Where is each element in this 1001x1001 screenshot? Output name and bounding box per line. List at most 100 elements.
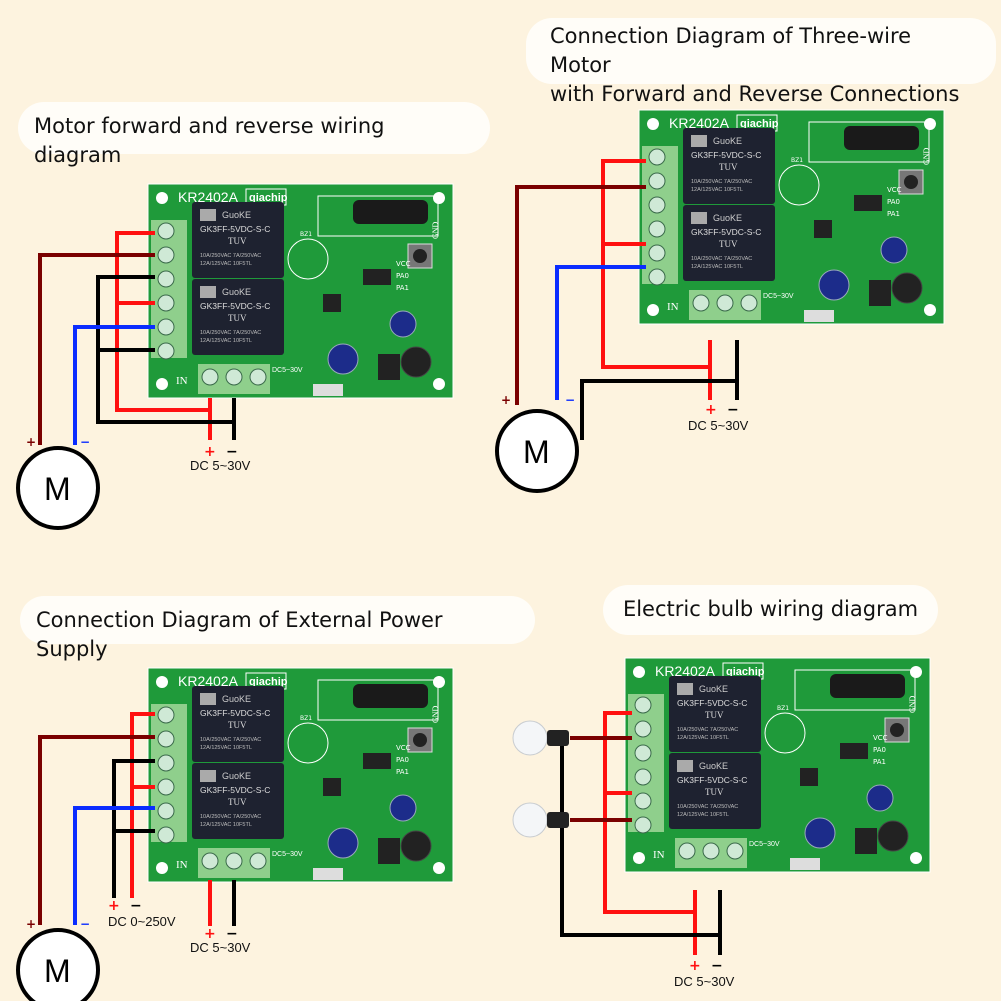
relay-cert: TUV	[705, 787, 724, 797]
relay-model: GK3FF-5VDC-S-C	[691, 150, 761, 160]
power-label: DC 5~30V	[190, 458, 251, 473]
reset-button-cap	[413, 733, 427, 747]
pa1-label: PA1	[873, 758, 886, 766]
relay-brand: GuoKE	[222, 771, 251, 781]
capacitor	[804, 817, 836, 849]
inductor	[877, 820, 909, 852]
mount-hole	[633, 666, 645, 678]
bulb-socket	[547, 812, 569, 828]
dc-label: DC5~30V	[272, 851, 303, 858]
motor-icon	[16, 446, 100, 530]
relay-model: GK3FF-5VDC-S-C	[200, 224, 270, 234]
motor-label: M	[523, 434, 550, 470]
relay-rating: 10A/250VAC 7A/250VAC	[200, 253, 261, 259]
wire-blue	[73, 806, 155, 925]
relay-logo	[677, 683, 693, 695]
relay-rating: 10A/250VAC 7A/250VAC	[200, 737, 261, 743]
relay-brand: GuoKE	[222, 694, 251, 704]
gnd-label: GND	[922, 147, 931, 165]
relay-logo	[691, 135, 707, 147]
board-brand: qiachip	[726, 666, 765, 678]
relay-rating: 10A/250VAC 7A/250VAC	[691, 179, 752, 185]
terminal-screw	[157, 730, 175, 748]
motor-minus: −	[80, 435, 90, 449]
wire-dark-red	[38, 253, 155, 445]
relay-model: GK3FF-5VDC-S-C	[200, 301, 270, 311]
antenna-area	[317, 679, 439, 721]
terminal-screw	[225, 368, 243, 386]
buzzer-outline	[287, 238, 329, 280]
terminal-screw	[157, 706, 175, 724]
in-label: IN	[176, 859, 188, 871]
mount-hole	[433, 862, 445, 874]
terminal-screw	[157, 246, 175, 264]
reset-button-cap	[890, 723, 904, 737]
ic-chip	[363, 753, 391, 769]
plus-sign: +	[705, 402, 717, 418]
motor-icon	[16, 928, 100, 1001]
bz-label: BZ1	[791, 157, 803, 164]
terminal-screw	[648, 148, 666, 166]
wire-black	[112, 759, 155, 898]
relay-brand: GuoKE	[713, 213, 742, 223]
bz-label: BZ1	[300, 715, 312, 722]
terminal-screw	[157, 270, 175, 288]
relay-brand: GuoKE	[699, 761, 728, 771]
wire-black	[560, 745, 722, 955]
reset-button-cap	[413, 249, 427, 263]
mount-hole	[633, 852, 645, 864]
vcc-label: VCC	[887, 186, 902, 194]
ic-chip	[378, 354, 400, 380]
bz-label: BZ1	[300, 231, 312, 238]
pa0-label: PA0	[396, 756, 409, 764]
antenna-coil	[844, 126, 919, 150]
terminal-screw	[157, 826, 175, 844]
mount-hole	[156, 192, 168, 204]
wire-black	[96, 275, 236, 440]
mount-hole	[156, 378, 168, 390]
relay-rating: 12A/125VAC 10F5TL	[691, 264, 743, 270]
inductor	[400, 346, 432, 378]
terminal-screw	[249, 368, 267, 386]
pa1-label: PA1	[396, 768, 409, 776]
relay-model: GK3FF-5VDC-S-C	[200, 708, 270, 718]
bulb-icon	[512, 802, 548, 838]
ic-chip	[363, 269, 391, 285]
plus-sign: +	[204, 926, 216, 942]
gnd-label: GND	[431, 221, 440, 239]
buzzer-outline	[778, 164, 820, 206]
vcc-label: VCC	[873, 734, 888, 742]
motor-minus: −	[80, 917, 90, 931]
reset-button	[407, 727, 433, 753]
relay-model: GK3FF-5VDC-S-C	[677, 775, 747, 785]
external-power-label: DC 0~250V	[108, 914, 176, 929]
board-brand: qiachip	[249, 192, 288, 204]
terminal-screw	[648, 268, 666, 286]
relay-cert: TUV	[228, 236, 247, 246]
relay-logo	[200, 770, 216, 782]
terminal-screw	[726, 842, 744, 860]
motor-plus: +	[26, 917, 36, 931]
board-model: KR2402A	[178, 189, 239, 205]
in-label: IN	[653, 849, 665, 861]
relay-cert: TUV	[228, 797, 247, 807]
relay-model: GK3FF-5VDC-S-C	[677, 698, 747, 708]
board-brand: qiachip	[740, 118, 779, 130]
board-model: KR2402A	[178, 673, 239, 689]
title-motor-forward-reverse: Motor forward and reverse wiring diagram	[18, 102, 490, 167]
terminal-screw	[692, 294, 710, 312]
ic-chip	[323, 294, 341, 312]
motor-plus: +	[501, 393, 511, 407]
relay-rating: 12A/125VAC 10F5TL	[200, 261, 252, 267]
motor-plus: +	[26, 435, 36, 449]
relay-rating: 10A/250VAC 7A/250VAC	[677, 727, 738, 733]
board-model: KR2402A	[655, 663, 716, 679]
antenna-coil	[353, 684, 428, 708]
relay-model: GK3FF-5VDC-S-C	[200, 785, 270, 795]
plus-sign: +	[108, 898, 120, 914]
relay-model: GK3FF-5VDC-S-C	[691, 227, 761, 237]
reset-button	[898, 169, 924, 195]
vcc-label: VCC	[396, 260, 411, 268]
relay-logo	[200, 693, 216, 705]
